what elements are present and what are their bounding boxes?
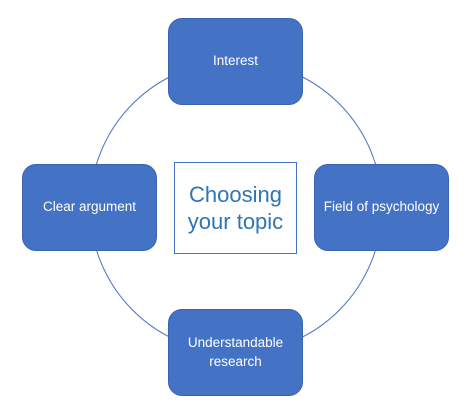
- center-title-box: Choosing your topic: [174, 162, 297, 254]
- node-field-of-psychology: Field of psychology: [314, 164, 449, 251]
- node-interest: Interest: [168, 18, 303, 105]
- node-clear-argument: Clear argument: [22, 164, 157, 251]
- node-clear-argument-label: Clear argument: [42, 199, 137, 215]
- node-understandable-research-label: Understandable research: [187, 335, 284, 369]
- center-title: Choosing your topic: [187, 181, 284, 235]
- node-interest-label: Interest: [212, 53, 259, 69]
- node-understandable-research: Understandable research: [168, 309, 303, 396]
- node-field-of-psychology-label: Field of psychology: [323, 199, 440, 215]
